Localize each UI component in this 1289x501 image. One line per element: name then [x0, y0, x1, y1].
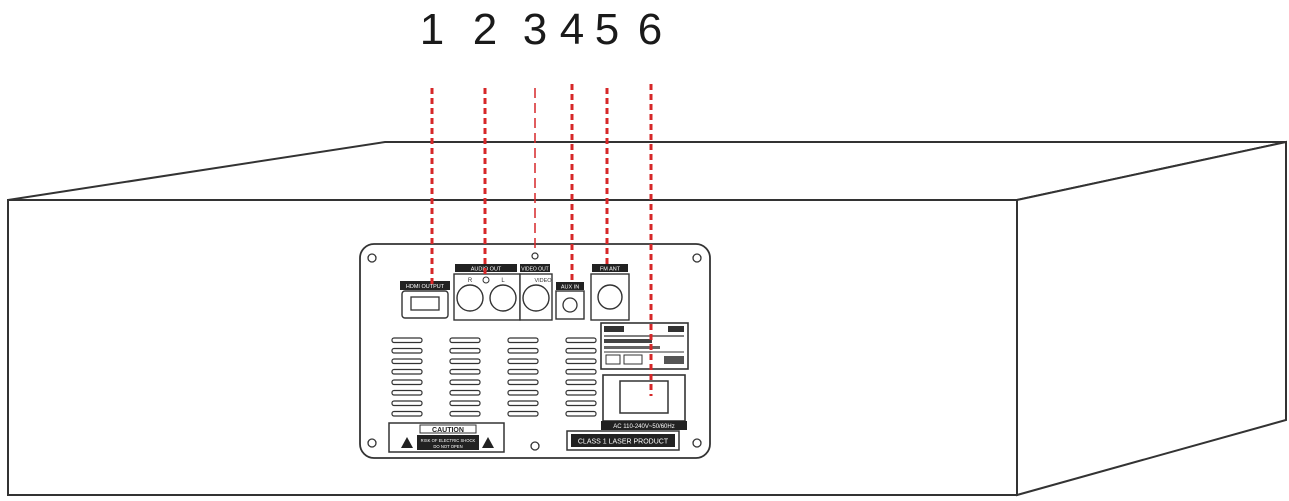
screw-bottom-center [530, 441, 540, 451]
fm-ant-label: FM ANT [600, 267, 621, 273]
vent-slot [565, 389, 597, 396]
screw-video-top [531, 252, 539, 260]
vent-slot [449, 389, 481, 396]
audio-r-jack [456, 284, 484, 312]
vent-slot [565, 358, 597, 365]
video-jack [522, 284, 550, 312]
vent-slot [507, 400, 539, 407]
caution-title: CAUTION [432, 427, 464, 434]
leader-lines [430, 84, 653, 396]
vent-slot [391, 410, 423, 417]
fm-antenna-jack: FM ANT [590, 264, 630, 321]
vent-slot [565, 379, 597, 386]
vent-slot [449, 368, 481, 375]
callout-number-2: 2 [472, 5, 498, 54]
callout-number-5: 5 [594, 5, 620, 54]
laser-label: CLASS 1 LASER PRODUCT [578, 439, 669, 446]
vent-slot [449, 410, 481, 417]
callout-number-3: 3 [522, 5, 548, 54]
audio-l-label: L [501, 278, 505, 284]
screw-top-left [367, 253, 377, 263]
caution-label: CAUTION RISK OF ELECTRIC SHOCK DO NOT OP… [388, 422, 505, 453]
vent-slot [507, 358, 539, 365]
vent-slot [507, 337, 539, 344]
vent-grille [391, 337, 597, 417]
vent-slot [449, 379, 481, 386]
vent-slot [449, 337, 481, 344]
vent-slot [507, 347, 539, 354]
rating-label [600, 322, 689, 370]
vent-slot [391, 347, 423, 354]
vent-slot [507, 379, 539, 386]
vent-slot [565, 368, 597, 375]
vent-slot [449, 347, 481, 354]
vent-slot [449, 358, 481, 365]
audio-r-label: R [468, 278, 473, 284]
vent-slot [391, 400, 423, 407]
vent-slot [449, 400, 481, 407]
vent-slot [391, 379, 423, 386]
video-label: VIDEO [534, 278, 552, 284]
warning-triangle-right-icon [482, 437, 494, 448]
callout-number-6: 6 [637, 5, 663, 54]
vent-slot [507, 389, 539, 396]
aux-label: AUX IN [561, 285, 579, 291]
power-label: AC 110-240V~50/60Hz [613, 424, 674, 430]
housing-side [1016, 140, 1287, 497]
vent-slot [565, 410, 597, 417]
caution-line1: RISK OF ELECTRIC SHOCK [421, 438, 476, 443]
vent-slot [507, 368, 539, 375]
warning-triangle-left-icon [401, 437, 413, 448]
hdmi-label: HDMI OUTPUT [406, 284, 445, 290]
screw-top-right [692, 253, 702, 263]
vent-slot [391, 337, 423, 344]
vent-slot [565, 400, 597, 407]
power-socket: AC 110-240V~50/60Hz [601, 374, 687, 430]
caution-line2: DO NOT OPEN [433, 444, 462, 449]
audio-l-jack [489, 284, 517, 312]
vent-slot [507, 410, 539, 417]
screw-bottom-left [367, 438, 377, 448]
vent-slot [391, 389, 423, 396]
hdmi-port: HDMI OUTPUT [400, 281, 450, 319]
callout-number-1: 1 [419, 5, 445, 54]
vent-slot [565, 347, 597, 354]
vent-slot [565, 337, 597, 344]
video-out-label: VIDEO OUT [521, 267, 549, 273]
laser-product-label: CLASS 1 LASER PRODUCT [566, 430, 680, 451]
callout-number-4: 4 [559, 5, 585, 54]
vent-slot [391, 358, 423, 365]
aux-in-jack: AUX IN [555, 282, 585, 320]
screw-bottom-right [692, 438, 702, 448]
vent-slot [391, 368, 423, 375]
video-out-jack: VIDEO OUT VIDEO [519, 264, 553, 321]
